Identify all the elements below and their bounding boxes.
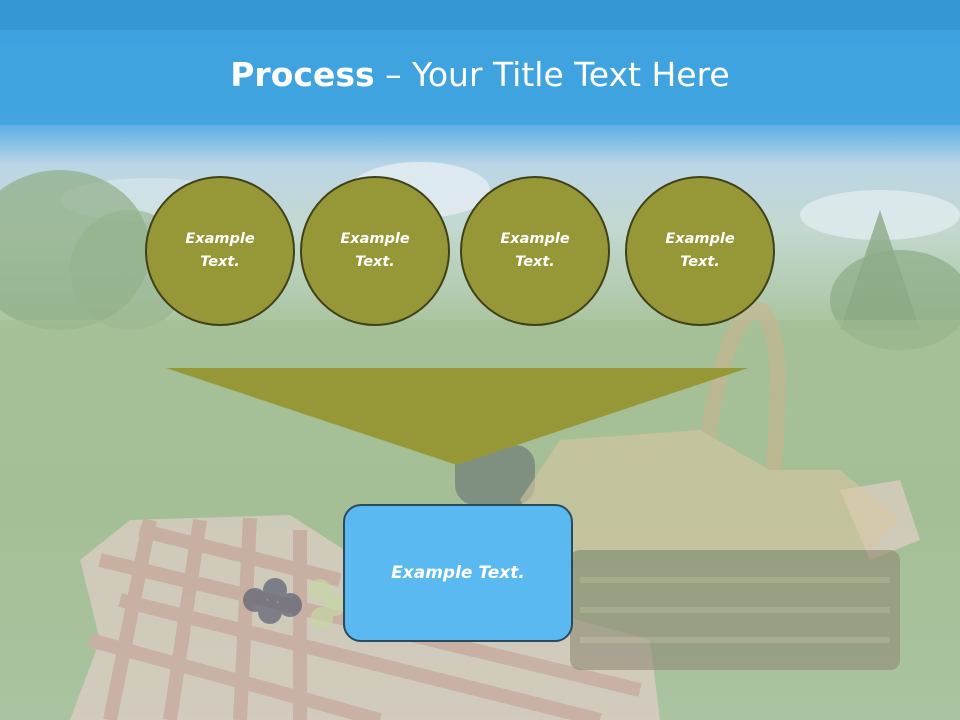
slide-title: Process – Your Title Text Here (0, 52, 960, 98)
step-circle-4[interactable]: Example Text. (625, 176, 775, 326)
step-circle-3[interactable]: Example Text. (460, 176, 610, 326)
result-box[interactable]: Example Text. (343, 504, 573, 642)
title-rest: – Your Title Text Here (374, 55, 730, 94)
funnel-arrow (166, 368, 748, 465)
step-circle-1[interactable]: Example Text. (145, 176, 295, 326)
step-label: Example Text. (185, 231, 255, 270)
step-circle-2[interactable]: Example Text. (300, 176, 450, 326)
title-bold: Process (230, 55, 375, 94)
result-label: Example Text. (391, 563, 525, 583)
step-label: Example Text. (665, 231, 735, 270)
step-label: Example Text. (340, 231, 410, 270)
step-label: Example Text. (500, 231, 570, 270)
